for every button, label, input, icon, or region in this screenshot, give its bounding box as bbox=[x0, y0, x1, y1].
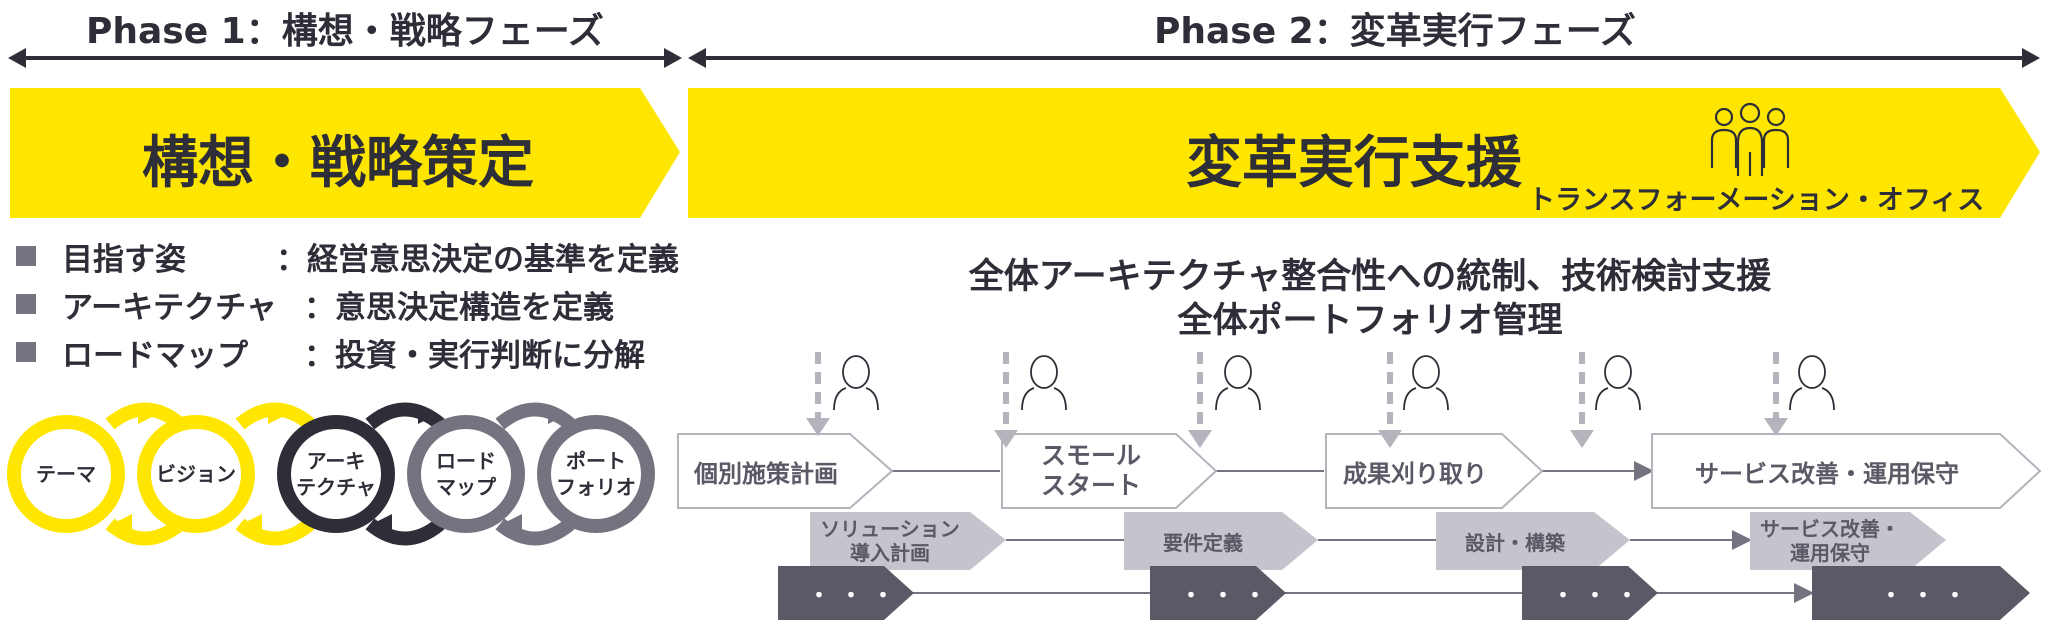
cycle-arc-8 bbox=[495, 518, 575, 546]
person-icon-4 bbox=[1403, 355, 1449, 411]
phase1-title: Phase 1：構想・戦略フェーズ bbox=[86, 11, 604, 52]
phase1-banner bbox=[10, 88, 680, 218]
cycle-circles bbox=[7, 402, 655, 546]
bullet-item: 目指す姿 ：経営意思決定の基準を定義 bbox=[12, 232, 679, 280]
cycle-arrowhead-3 bbox=[418, 405, 438, 424]
phase1-bullet-list: 目指す姿 ：経営意思決定の基準を定義 アーキテクチャ ：意思決定構造を定義 ロー… bbox=[12, 232, 679, 376]
flow-top-shape-2 bbox=[1001, 433, 1218, 509]
phase1-span-arrow bbox=[8, 48, 682, 68]
cycle-arc-4 bbox=[495, 402, 575, 430]
team-icon bbox=[1710, 102, 1790, 176]
cycle-circle-portfolio bbox=[537, 415, 655, 533]
bullet-square-icon bbox=[16, 342, 36, 362]
transformation-office-label: トランスフォーメーション・オフィス bbox=[1528, 185, 1985, 216]
person-icon-6 bbox=[1789, 355, 1835, 411]
flow-bottom-dots-3: ・・・ bbox=[1552, 584, 1649, 609]
flow-top-label-1: 個別施策計画 bbox=[694, 459, 838, 488]
flow-top-label-2: スモール スタート bbox=[1040, 441, 1141, 500]
flow-bottom-dots-4: ・・・ bbox=[1880, 584, 1977, 609]
person-icon-5 bbox=[1595, 355, 1641, 411]
phase2-span-arrow bbox=[688, 48, 2040, 68]
bullet-square-icon bbox=[16, 246, 36, 266]
bullet-label: アーキテクチャ bbox=[62, 289, 277, 326]
bullet-square-icon bbox=[16, 294, 36, 314]
cycle-circle-vision bbox=[137, 415, 255, 533]
phase1-banner-title: 構想・戦略策定 bbox=[142, 131, 534, 196]
cycle-label-theme: テーマ bbox=[36, 462, 96, 486]
flow-mid-label-2: 要件定義 bbox=[1163, 530, 1243, 555]
person-icon-2 bbox=[1021, 355, 1067, 411]
dashed-arrowheads bbox=[806, 418, 1788, 448]
bullet-label: 目指す姿 bbox=[62, 241, 186, 278]
flow-mid-shape-3 bbox=[1436, 512, 1630, 570]
flow-top-shape-4 bbox=[1651, 433, 2042, 509]
bullet-label: ロードマップ bbox=[62, 337, 248, 374]
flow-mid-label-1: ソリューション 導入計画 bbox=[820, 517, 960, 565]
flow-top-shape-3 bbox=[1325, 433, 1544, 509]
cycle-arc-5 bbox=[105, 518, 185, 546]
cycle-arrowhead-1 bbox=[138, 405, 158, 424]
cycle-arrowhead-7 bbox=[372, 514, 392, 534]
cycle-arc-3 bbox=[365, 402, 445, 430]
governance-line-1: 全体アーキテクチャ整合性への統制、技術検討支援 bbox=[968, 257, 1772, 297]
cycle-arrowhead-6 bbox=[242, 514, 262, 534]
cycle-arrowhead-5 bbox=[112, 514, 132, 534]
flow-bottom-shape-3 bbox=[1522, 566, 1658, 620]
flow-mid-shape-1 bbox=[810, 512, 1006, 570]
cycle-arc-7 bbox=[365, 518, 445, 546]
cycle-arrowhead-2 bbox=[268, 405, 288, 424]
cycle-circle-architecture bbox=[277, 415, 395, 533]
flow-mid-label-3: 設計・構築 bbox=[1465, 530, 1565, 555]
flow-bottom-shape-2 bbox=[1150, 566, 1286, 620]
flow-bottom-shape-4 bbox=[1812, 566, 2030, 620]
flow-mid-label-4: サービス改善・ 運用保守 bbox=[1760, 517, 1900, 565]
cycle-arrowhead-4 bbox=[548, 405, 568, 424]
cycle-label-portfolio: ポート フォリオ bbox=[556, 449, 636, 499]
cycle-circle-theme bbox=[7, 415, 125, 533]
cycle-circle-roadmap bbox=[407, 415, 525, 533]
phase2-banner-title: 変革実行支援 bbox=[1186, 131, 1522, 196]
cycle-label-vision: ビジョン bbox=[156, 462, 236, 486]
cycle-label-roadmap: ロード マップ bbox=[436, 449, 496, 499]
flow-bottom-dots-2: ・・・ bbox=[1180, 584, 1277, 609]
bullet-desc: ：経営意思決定の基準を定義 bbox=[276, 241, 679, 278]
phase2-title: Phase 2：変革実行フェーズ bbox=[1154, 11, 1636, 52]
cycle-label-architecture: アーキ テクチャ bbox=[296, 449, 376, 499]
flow-bottom-dots-1: ・・・ bbox=[808, 584, 905, 609]
phase2-banner bbox=[688, 88, 2040, 218]
flow-mid-shape-4 bbox=[1750, 512, 1946, 570]
bullet-item: アーキテクチャ ：意思決定構造を定義 bbox=[12, 280, 679, 328]
cycle-arrowhead-8 bbox=[502, 514, 522, 534]
cycle-arc-6 bbox=[235, 518, 315, 546]
person-icon-1 bbox=[833, 355, 879, 411]
flow-top-label-4: サービス改善・運用保守 bbox=[1695, 459, 1959, 488]
dashed-arrows bbox=[815, 352, 1779, 436]
governance-line-2: 全体ポートフォリオ管理 bbox=[1177, 301, 1563, 341]
person-icon-3 bbox=[1215, 355, 1261, 411]
person-markers bbox=[806, 352, 1835, 448]
bullet-item: ロードマップ ：投資・実行判断に分解 bbox=[12, 328, 679, 376]
flow-top-shape-1 bbox=[677, 433, 894, 509]
flow-mid-shape-2 bbox=[1124, 512, 1318, 570]
bullet-desc: ：投資・実行判断に分解 bbox=[304, 337, 645, 374]
flow-top-label-3: 成果刈り取り bbox=[1343, 459, 1487, 488]
flow-bottom-shape-1 bbox=[778, 566, 914, 620]
bullet-desc: ：意思決定構造を定義 bbox=[304, 289, 614, 326]
